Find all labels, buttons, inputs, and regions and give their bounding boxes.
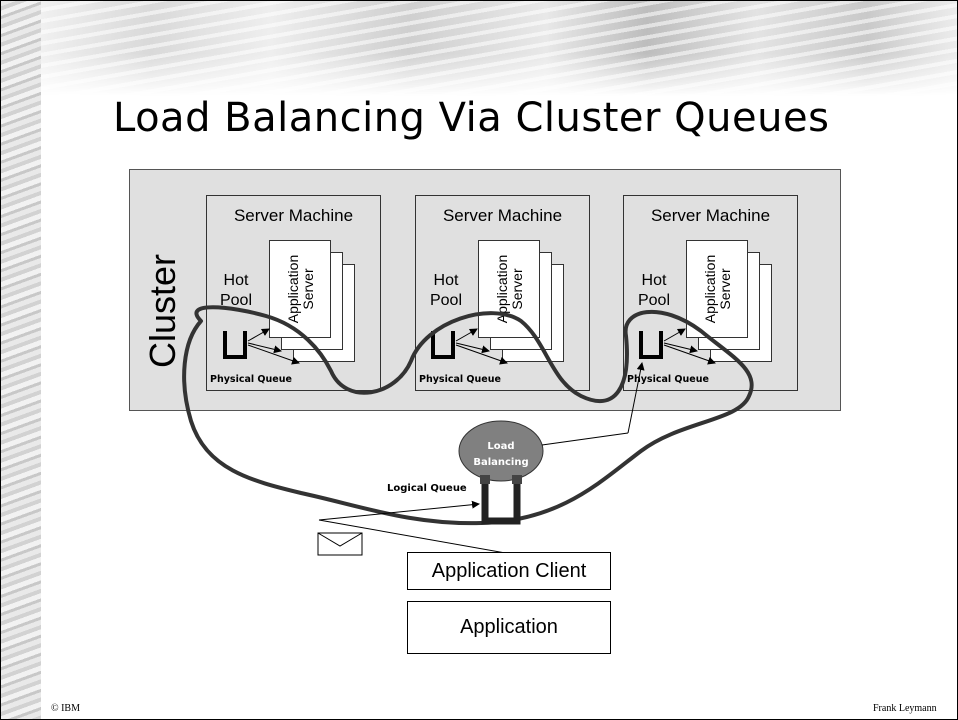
footer-copyright: © IBM xyxy=(51,703,80,714)
load-balancer-node xyxy=(458,420,544,482)
route-loop xyxy=(182,305,754,526)
queue-icon xyxy=(431,331,455,359)
footer-author: Frank Leymann xyxy=(873,703,937,714)
decorative-banner xyxy=(41,1,957,96)
application-box: Application xyxy=(407,601,611,654)
logical-queue-icon xyxy=(480,475,522,525)
application-client-box: Application Client xyxy=(407,552,611,590)
server-machine-label: Server Machine xyxy=(650,206,771,225)
physical-queue-label: Physical Queue xyxy=(210,374,292,385)
dispatch-arrows xyxy=(247,328,716,365)
physical-queue-label: Physical Queue xyxy=(419,374,501,385)
server-machine-label: Server Machine xyxy=(442,206,563,225)
queue-icon xyxy=(223,331,247,359)
decorative-strip xyxy=(1,1,41,719)
envelope-icon xyxy=(317,532,363,556)
server-machine-label: Server Machine xyxy=(233,206,354,225)
slide-title: Load Balancing Via Cluster Queues xyxy=(113,95,830,141)
physical-queue-label: Physical Queue xyxy=(627,374,709,385)
logical-queue-label: Logical Queue xyxy=(387,483,467,494)
queue-icon xyxy=(639,331,663,359)
